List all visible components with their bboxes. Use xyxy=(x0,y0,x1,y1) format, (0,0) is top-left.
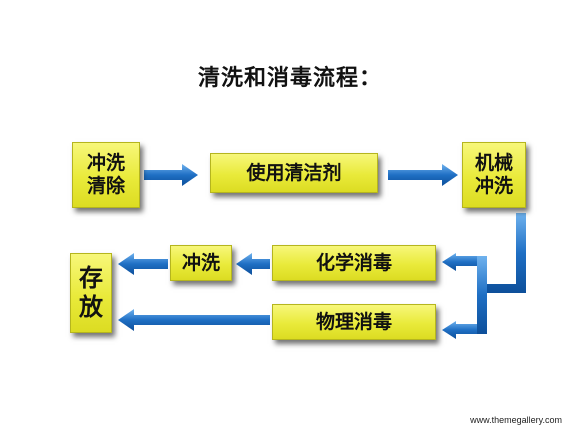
arrow-left-physical xyxy=(442,321,477,339)
node-mechanical-rinse-line1: 机械 xyxy=(474,152,513,175)
node-chemical-disinfection: 化学消毒 xyxy=(272,245,436,281)
node-use-cleaner: 使用清洁剂 xyxy=(210,153,378,193)
node-mechanical-rinse: 机械 冲洗 xyxy=(462,142,526,208)
node-physical-disinfection-label: 物理消毒 xyxy=(315,310,392,333)
node-rinse: 冲洗 xyxy=(170,245,232,281)
node-rinse-clean-line1: 冲洗 xyxy=(86,152,125,175)
node-store-line2: 放 xyxy=(79,293,103,321)
node-rinse-label: 冲洗 xyxy=(181,251,220,274)
node-rinse-clean-line2: 清除 xyxy=(86,175,125,197)
arrow-left-4 xyxy=(118,253,168,275)
bracket-connector xyxy=(486,213,526,293)
node-chemical-disinfection-label: 化学消毒 xyxy=(315,251,392,274)
page-title: 清洗和消毒流程： xyxy=(197,66,382,91)
arrow-left-5 xyxy=(118,309,270,331)
node-physical-disinfection: 物理消毒 xyxy=(272,304,436,340)
node-use-cleaner-label: 使用清洁剂 xyxy=(246,161,342,184)
node-store-line1: 存 xyxy=(79,264,103,293)
arrow-left-3 xyxy=(236,253,270,275)
node-rinse-clean: 冲洗 清除 xyxy=(72,142,140,208)
footer-url: www.themegallery.com xyxy=(470,415,562,425)
arrow-left-chemical xyxy=(442,253,487,271)
arrow-right-2 xyxy=(388,164,458,186)
node-mechanical-rinse-line2: 冲洗 xyxy=(474,175,513,197)
distributor-bar xyxy=(477,256,487,334)
arrow-right-1 xyxy=(144,164,198,186)
node-store: 存 放 xyxy=(70,253,112,333)
